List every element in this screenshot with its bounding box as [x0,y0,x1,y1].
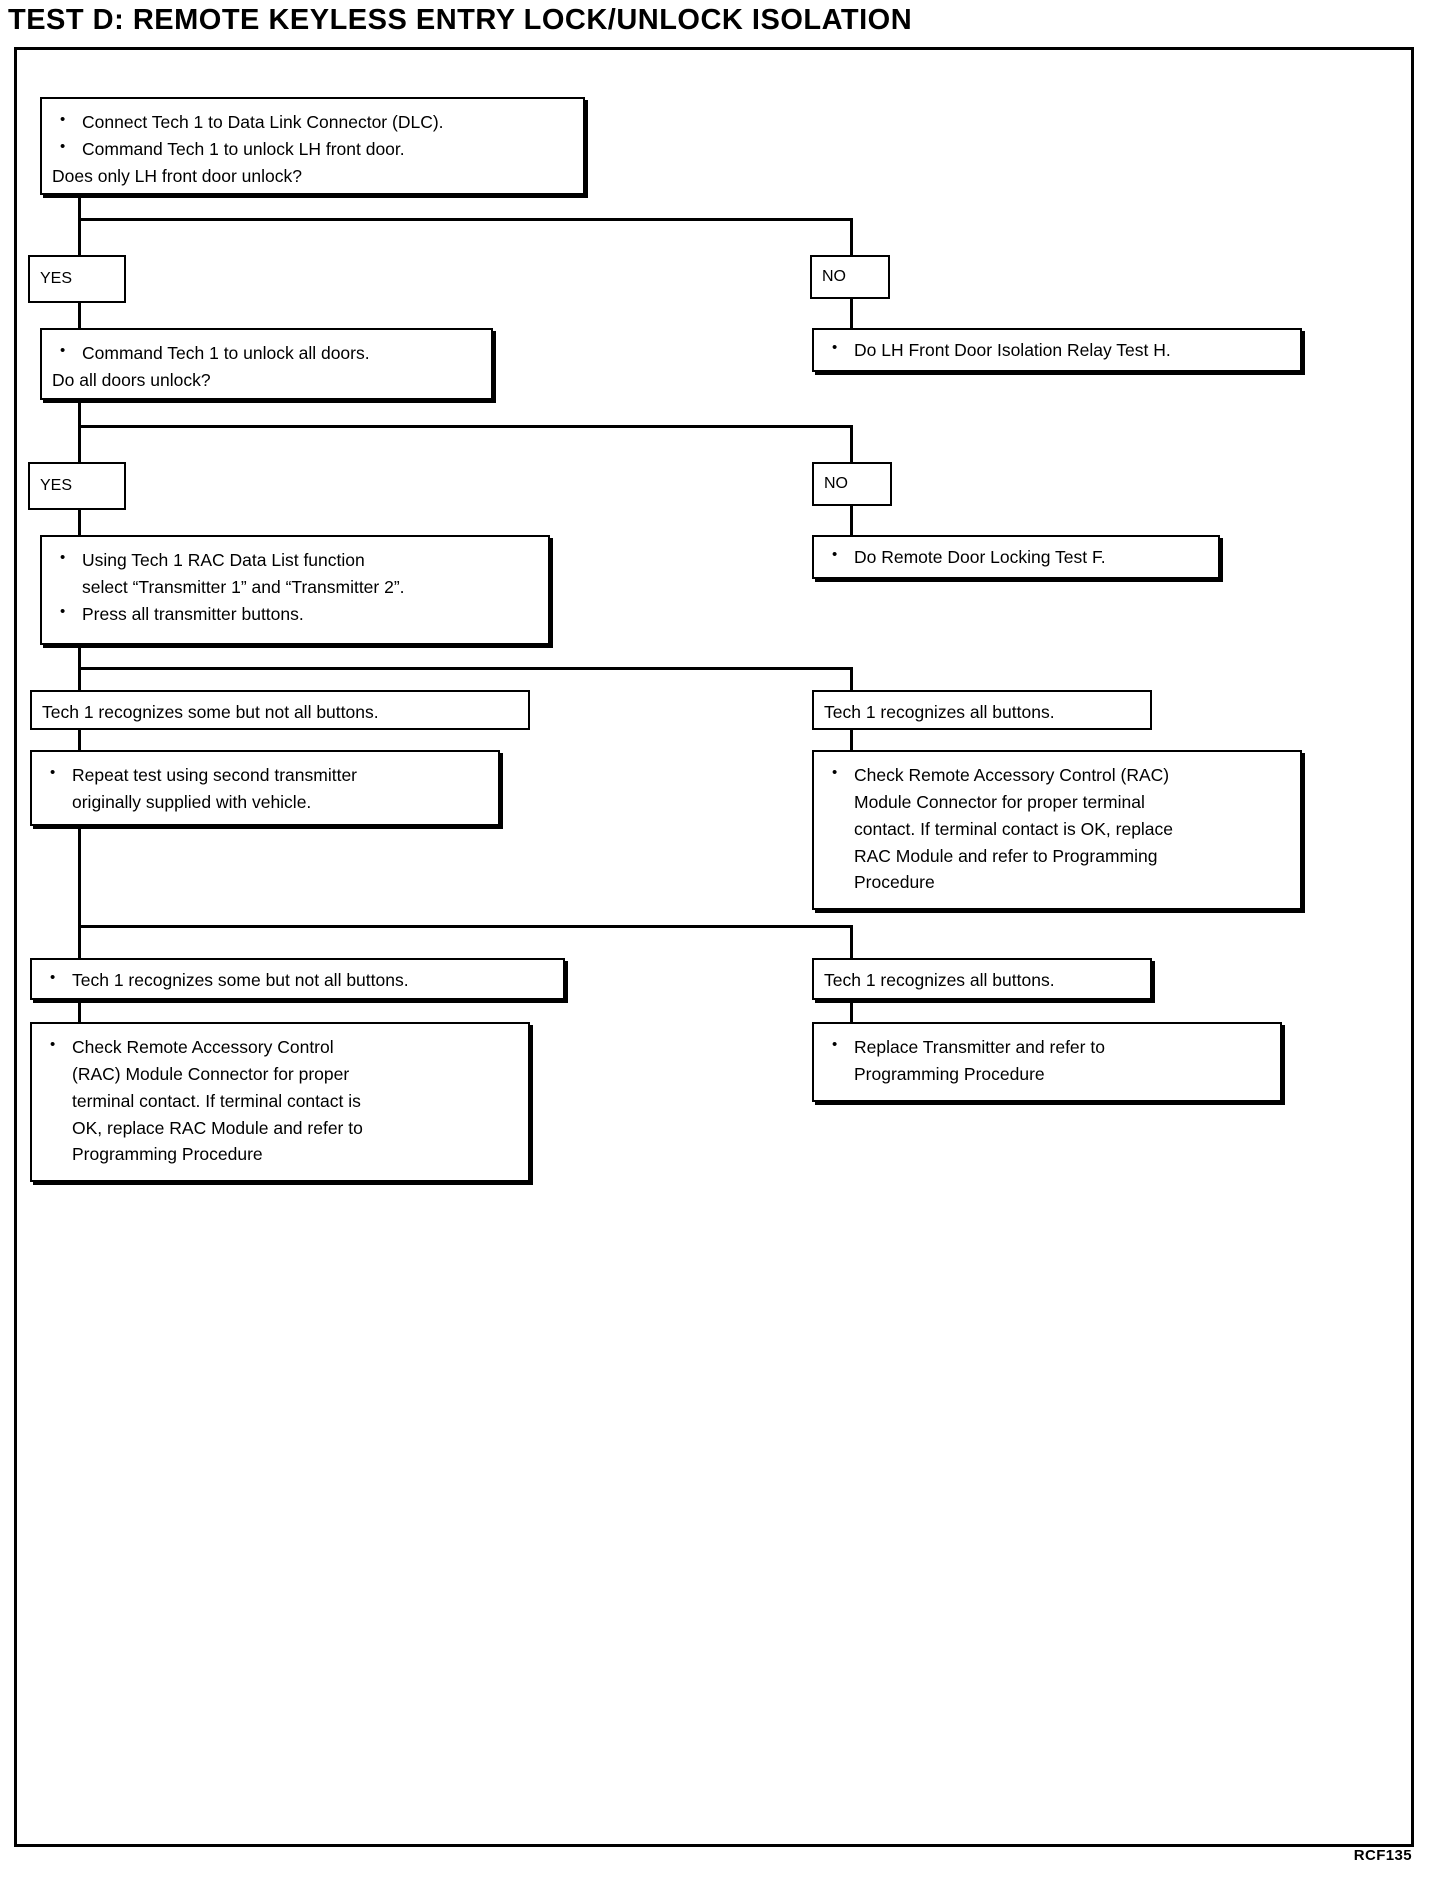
connector-split-right-2 [850,425,853,467]
node-rac-data-list-line-3: Press all transmitter buttons. [52,601,536,627]
connector-split-right-4 [850,925,853,960]
connector-no-2-down [850,505,853,537]
node-rac-data-list-line-2: select “Transmitter 1” and “Transmitter … [82,576,405,597]
connector-no-1-down [850,298,853,330]
node-remote-door-locking-test-line-1: Do Remote Door Locking Test F. [824,544,1206,570]
connector-yes-2-down [78,509,81,537]
node-unlock-all-doors-line-2: Do all doors unlock? [52,369,211,390]
node-unlock-all-doors-line-1: Command Tech 1 to unlock all doors. [52,340,479,366]
node-lh-relay-test-line-1: Do LH Front Door Isolation Relay Test H. [824,337,1288,363]
node-some-buttons-2: Tech 1 recognizes some but not all butto… [30,958,565,1000]
node-check-rac-right: Check Remote Accessory Control (RAC) Mod… [812,750,1302,910]
connector-split-left-3 [78,667,81,694]
node-check-rac-right-line-2: Module Connector for proper terminal [854,791,1145,812]
connector-split-right-1 [850,218,853,258]
node-check-rac-left-line-5: Programming Procedure [72,1144,263,1165]
decision-yes-1-label: YES [40,270,73,287]
connector-row2-down [78,400,81,428]
connector-split-left-2 [78,425,81,467]
connector-split-right-3 [850,667,853,694]
connector-start-down [78,195,81,221]
decision-no-2: NO [812,462,892,506]
page-title: TEST D: REMOTE KEYLESS ENTRY LOCK/UNLOCK… [8,4,913,36]
node-some-buttons-1: Tech 1 recognizes some but not all butto… [30,690,530,730]
node-check-rac-right-line-3: contact. If terminal contact is OK, repl… [854,818,1174,839]
node-all-buttons-2: Tech 1 recognizes all buttons. [812,958,1152,1000]
decision-no-2-label: NO [824,475,848,492]
node-repeat-test-line-2: originally supplied with vehicle. [72,791,312,812]
connector-split-left-1 [78,218,81,258]
node-replace-transmitter-line-1: Replace Transmitter and refer to [824,1034,1268,1060]
node-rac-data-list: Using Tech 1 RAC Data List function sele… [40,535,550,645]
decision-no-1: NO [810,255,890,299]
connector-some-buttons-1-down [78,729,81,751]
node-replace-transmitter: Replace Transmitter and refer to Program… [812,1022,1282,1102]
node-replace-transmitter-line-2: Programming Procedure [854,1063,1045,1084]
node-all-buttons-1-line-1: Tech 1 recognizes all buttons. [824,702,1055,722]
node-check-rac-right-line-4: RAC Module and refer to Programming [854,845,1158,866]
node-check-rac-right-line-5: Procedure [854,872,935,893]
node-repeat-test: Repeat test using second transmitter ori… [30,750,500,826]
node-start-line-3: Does only LH front door unlock? [52,165,302,186]
node-check-rac-right-line-1: Check Remote Accessory Control (RAC) [824,762,1288,788]
node-some-buttons-1-line-1: Tech 1 recognizes some but not all butto… [42,702,379,722]
connector-split-bar-4 [78,925,853,928]
connector-split-left-4 [78,925,81,960]
decision-yes-2: YES [28,462,126,510]
connector-yes-1-down [78,302,81,330]
node-all-buttons-1: Tech 1 recognizes all buttons. [812,690,1152,730]
node-unlock-all-doors: Command Tech 1 to unlock all doors. Do a… [40,328,493,400]
node-lh-front-door-isolation-relay-test: Do LH Front Door Isolation Relay Test H. [812,328,1302,372]
node-some-buttons-2-line-1: Tech 1 recognizes some but not all butto… [42,967,553,993]
node-check-rac-left-line-1: Check Remote Accessory Control [42,1034,516,1060]
connector-split-bar-2 [78,425,853,428]
connector-split-bar-3 [78,667,853,670]
node-check-rac-left: Check Remote Accessory Control (RAC) Mod… [30,1022,530,1182]
node-repeat-test-line-1: Repeat test using second transmitter [42,762,486,788]
node-check-rac-left-line-2: (RAC) Module Connector for proper [72,1063,350,1084]
node-rac-data-list-line-1: Using Tech 1 RAC Data List function [52,547,536,573]
connector-row3-down [78,645,81,670]
node-start-line-1: Connect Tech 1 to Data Link Connector (D… [52,109,571,135]
decision-yes-1: YES [28,255,126,303]
node-all-buttons-2-line-1: Tech 1 recognizes all buttons. [824,970,1055,990]
decision-yes-2-label: YES [40,477,73,494]
diagram-frame [14,47,1414,1847]
footer-code: RCF135 [1353,1847,1412,1864]
decision-no-1-label: NO [822,268,846,285]
connector-all-buttons-1-down [850,729,853,751]
node-check-rac-left-line-3: terminal contact. If terminal contact is [72,1090,361,1111]
node-remote-door-locking-test: Do Remote Door Locking Test F. [812,535,1220,579]
node-start: Connect Tech 1 to Data Link Connector (D… [40,97,585,195]
node-start-line-2: Command Tech 1 to unlock LH front door. [52,136,571,162]
connector-all-buttons-2-down [850,999,853,1023]
connector-split-bar-1 [78,218,853,221]
connector-repeat-test-down [78,826,81,928]
connector-some-buttons-2-down [78,999,81,1023]
node-check-rac-left-line-4: OK, replace RAC Module and refer to [72,1117,363,1138]
